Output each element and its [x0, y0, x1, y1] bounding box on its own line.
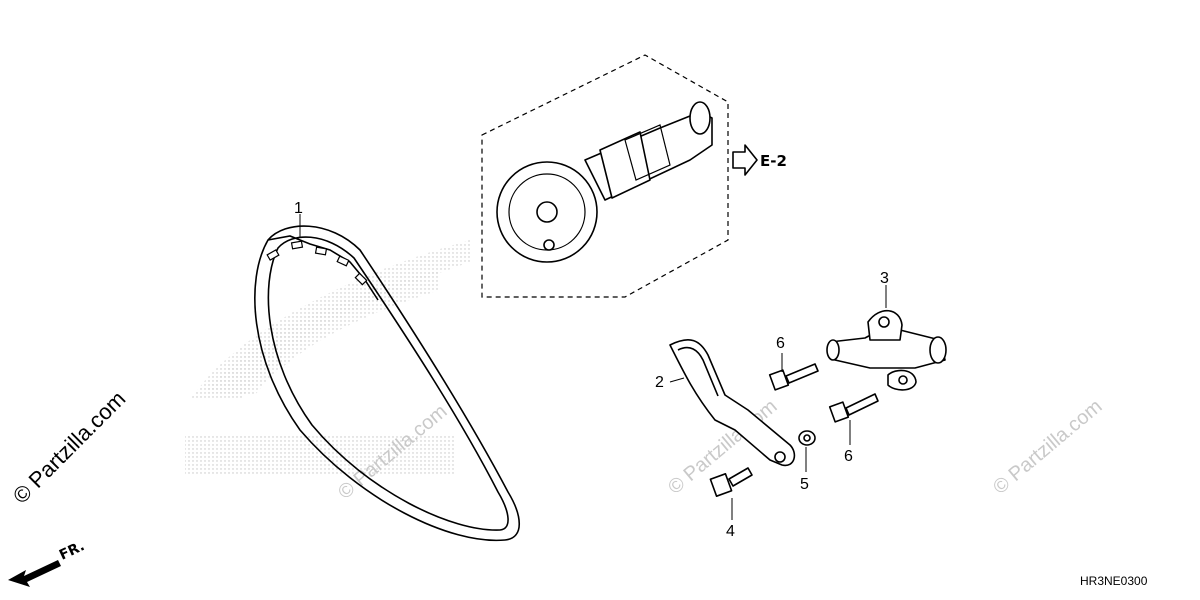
side-watermark: © Partzilla.com	[8, 386, 131, 509]
camshaft-assembly	[481, 54, 729, 298]
callout-4: 4	[726, 523, 735, 540]
front-arrow-icon	[8, 560, 61, 587]
camshaft-sprocket	[496, 101, 713, 263]
tensioner-arm	[669, 339, 796, 467]
reference-arrow-icon	[732, 144, 758, 176]
callout-3: 3	[880, 270, 889, 287]
callout-5: 5	[800, 476, 809, 493]
reference-label: E-2	[760, 152, 787, 170]
honda-logo-watermark	[185, 240, 470, 475]
tensioner-lifter	[826, 309, 947, 391]
bolt-6-upper	[768, 363, 819, 391]
bolt-4	[709, 467, 753, 497]
bolt-6-lower	[828, 393, 879, 423]
callout-6b: 6	[844, 448, 853, 465]
callout-1: 1	[294, 200, 303, 217]
callout-6a: 6	[776, 335, 785, 352]
cam-chain	[254, 225, 520, 542]
leader-lines	[299, 214, 887, 520]
front-label: FR.	[57, 538, 87, 563]
watermark-3: © Partzilla.com	[989, 395, 1106, 498]
washer-5	[798, 430, 816, 446]
diagram-code: HR3NE0300	[1080, 574, 1148, 588]
callout-2: 2	[655, 374, 664, 391]
